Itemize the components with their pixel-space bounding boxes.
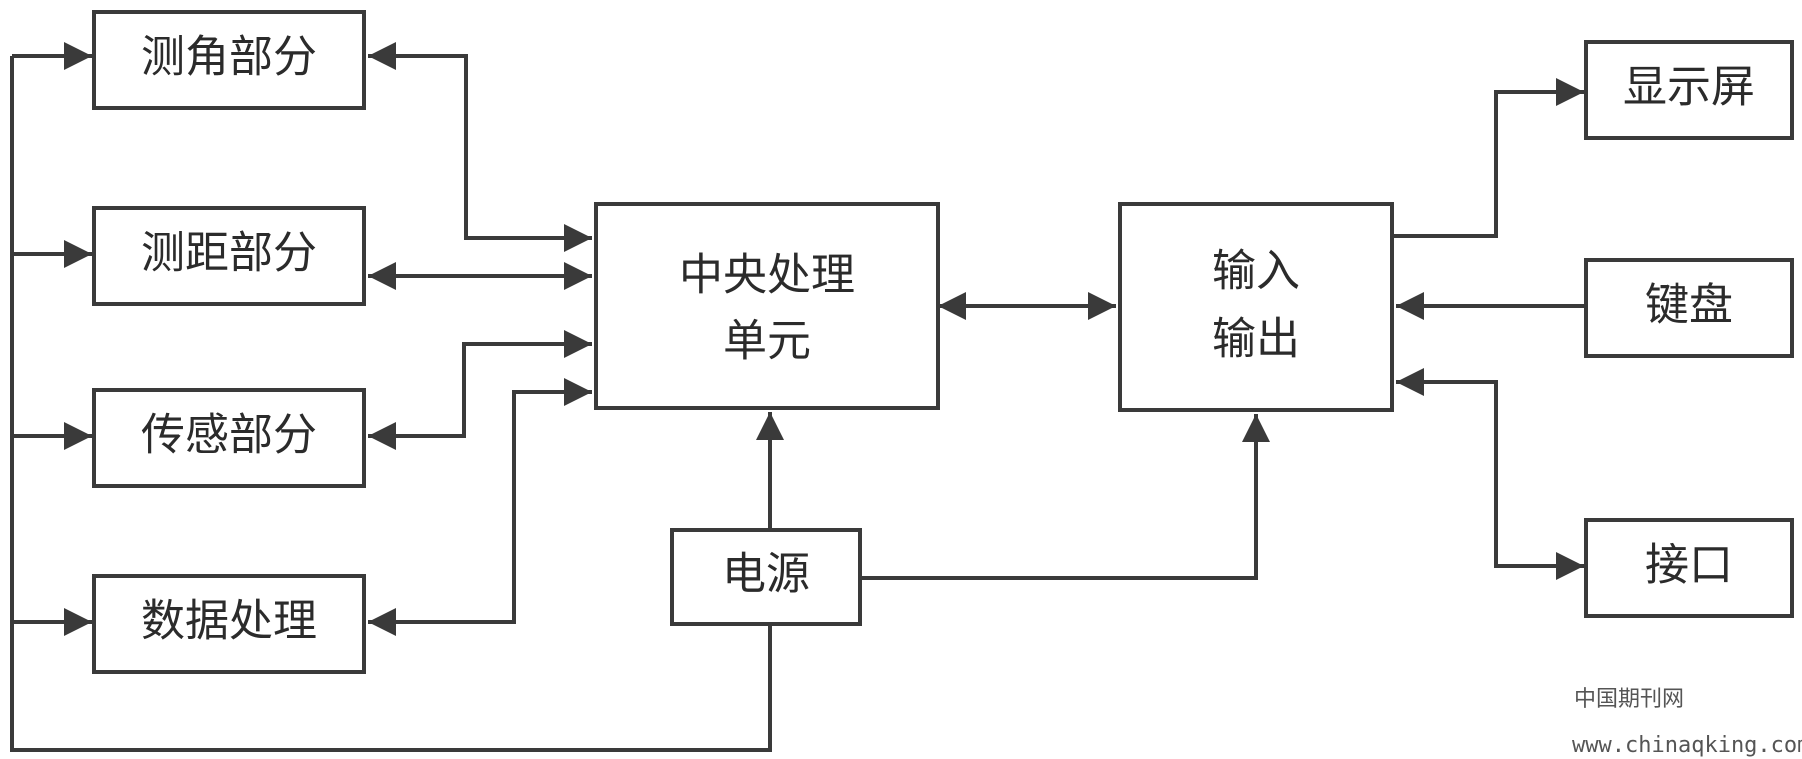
angle-label: 测角部分 [141,32,317,83]
watermark-url: www.chinaqking.com [1572,733,1802,758]
power-bus-line [10,56,772,752]
cpu-label-line1: 中央处理 [679,250,855,301]
data-processing-label: 数据处理 [141,596,317,647]
display-label: 显示屏 [1623,62,1755,113]
io-interface-link [1396,368,1584,580]
display-block: 显示屏 [1584,40,1794,140]
power-label: 电源 [722,549,810,600]
keyboard-block: 键盘 [1584,258,1794,358]
interface-label: 接口 [1645,540,1733,591]
watermark-name: 中国期刊网 [1574,687,1684,712]
io-label-line2: 输出 [1212,314,1300,365]
distance-block: 测距部分 [92,206,366,306]
cpu-block: 中央处理 单元 [594,202,940,410]
keyboard-label: 键盘 [1645,280,1733,331]
io-block: 输入 输出 [1118,202,1394,412]
io-label-line1: 输入 [1212,246,1300,297]
sensor-block: 传感部分 [92,388,366,488]
angle-cpu-link [368,42,592,252]
power-io-arrow [862,414,1270,580]
cpu-label-line2: 单元 [723,316,811,367]
power-block: 电源 [670,528,862,626]
data-processing-block: 数据处理 [92,574,366,674]
sensor-label: 传感部分 [141,410,317,461]
dataproc-cpu-link [368,378,592,636]
angle-block: 测角部分 [92,10,366,110]
io-display-arrow [1394,78,1584,238]
interface-block: 接口 [1584,518,1794,618]
distance-label: 测距部分 [141,228,317,279]
